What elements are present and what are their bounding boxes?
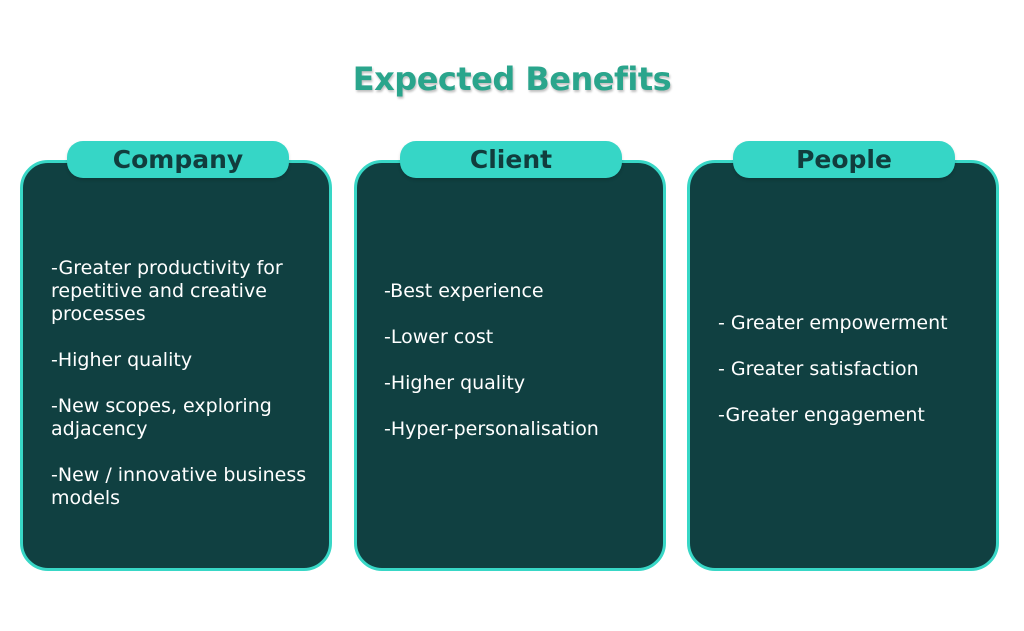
client-card: [354, 160, 666, 571]
client-benefit-item: -Best experience: [384, 280, 544, 302]
company-card: [20, 160, 332, 571]
company-benefit-item: -Greater productivity for repetitive and…: [51, 257, 283, 325]
client-benefit-item: -Higher quality: [384, 372, 526, 394]
client-benefits-list: -Best experience -Lower cost -Higher qua…: [384, 280, 646, 464]
client-heading: Client: [400, 141, 622, 178]
page-title: Expected Benefits: [352, 60, 672, 98]
company-benefits-list: -Greater productivity for repetitive and…: [51, 257, 313, 533]
client-benefit-item: -Lower cost: [384, 326, 494, 348]
people-card: [687, 160, 999, 571]
people-benefit-item: - Greater empowerment: [718, 312, 948, 334]
people-benefits-list: - Greater empowerment - Greater satisfac…: [718, 312, 988, 450]
people-benefit-item: - Greater satisfaction: [718, 358, 919, 380]
people-heading: People: [733, 141, 955, 178]
company-heading: Company: [67, 141, 289, 178]
people-benefit-item: -Greater engagement: [718, 404, 925, 426]
company-benefit-item: -Higher quality: [51, 349, 193, 371]
company-benefit-item: -New / innovative business models: [51, 464, 307, 509]
client-benefit-item: -Hyper-personalisation: [384, 418, 599, 440]
company-benefit-item: -New scopes, exploring adjacency: [51, 395, 272, 440]
